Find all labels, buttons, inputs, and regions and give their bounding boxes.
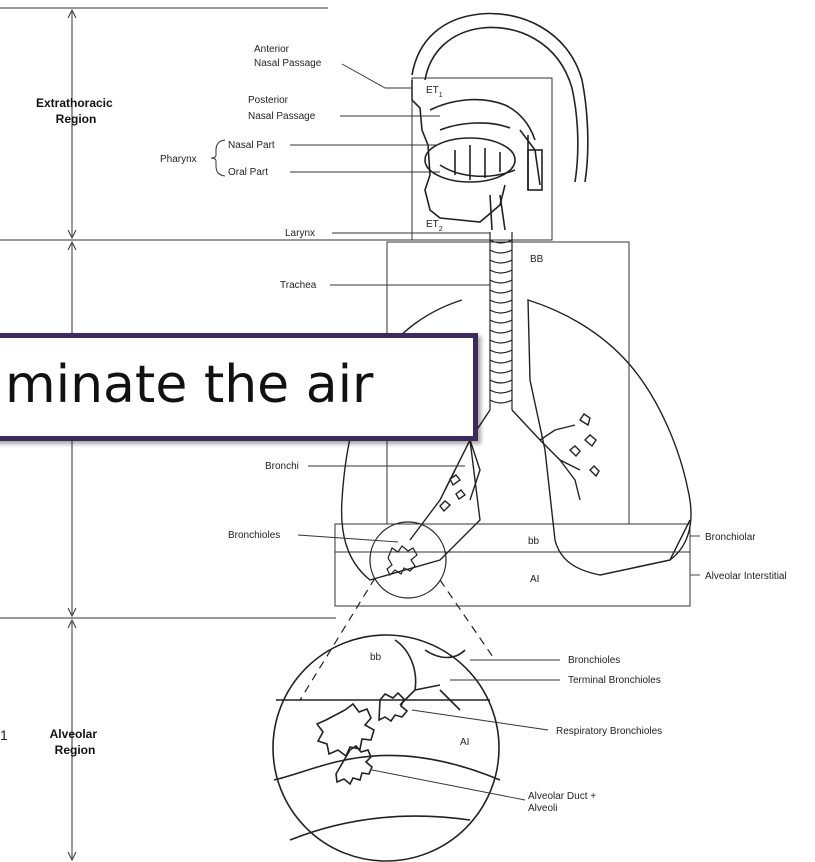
zoom-indicator [300,522,495,700]
callout-box: minate the air [0,333,478,441]
et2-zone-label: ET2 [426,219,443,233]
bronchioles-label: Bronchioles [228,530,280,541]
page-number: 1 [0,727,8,743]
pharynx-brace [211,140,225,176]
bronchiolar-label: Bronchiolar [705,532,756,543]
trachea-drawing [490,232,512,410]
extrathoracic-region-label: Extrathoracic Region [36,96,116,126]
pharynx-label: Pharynx [160,154,197,165]
alveolar-interstitial-label: Alveolar Interstitial [705,571,787,582]
ai-zone-label: AI [530,574,539,585]
anterior-nasal-passage-label: Anterior Nasal Passage [254,44,322,69]
bronchi-label: Bronchi [265,461,299,472]
oral-part-label: Oral Part [228,167,268,178]
bb-lower-zone-label: bb [528,536,540,547]
alveolar-inset-drawing [273,635,500,861]
posterior-nasal-passage-label: Posterior Nasal Passage [248,95,316,122]
trachea-label: Trachea [280,280,317,291]
inset-ai-label: AI [460,737,469,748]
alveolar-duct-label: Alveolar Duct + Alveoli [528,791,599,814]
bb-upper-zone-label: BB [530,254,544,265]
callout-text: minate the air [5,350,373,420]
inset-bb-label: bb [370,652,382,663]
terminal-bronchioles-label: Terminal Bronchioles [568,675,661,686]
nasal-part-label: Nasal Part [228,140,275,151]
larynx-label: Larynx [285,228,315,239]
et1-zone-label: ET1 [426,85,443,99]
inset-bronchioles-label: Bronchioles [568,655,620,666]
head-drawing [412,14,588,230]
respiratory-bronchioles-label: Respiratory Bronchioles [556,726,662,737]
alveolar-region-label: Alveolar Region [50,727,101,757]
